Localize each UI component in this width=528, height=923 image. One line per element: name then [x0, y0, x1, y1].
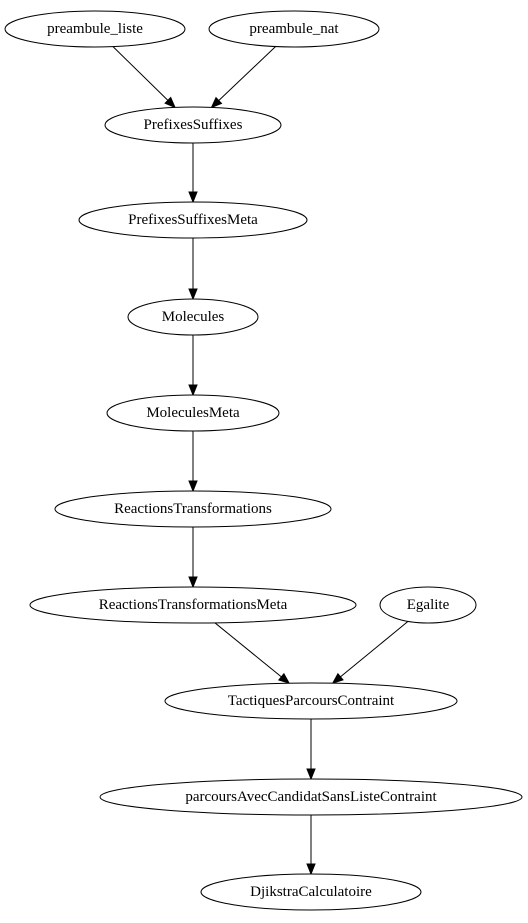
graph-edges — [112, 46, 409, 876]
node-reactions-transformations-meta: ReactionsTransformationsMeta — [29, 586, 357, 624]
edge-parcours-avec-candidat-sans-liste-contraint-to-djikstra-calculatoire — [306, 815, 316, 876]
node-ellipse — [106, 394, 280, 432]
node-preambule-nat: preambule_nat — [208, 10, 380, 48]
arrowhead-icon — [188, 384, 198, 397]
node-preambule-liste: preambule_liste — [4, 10, 186, 48]
edge-preambule-liste-to-prefixes-suffixes — [112, 46, 176, 109]
edge-preambule-nat-to-prefixes-suffixes — [210, 46, 276, 109]
node-ellipse — [29, 586, 357, 624]
node-ellipse — [127, 298, 259, 336]
edge-reactions-transformations-meta-to-tactiques-parcours-contraint — [214, 622, 291, 685]
graph-nodes: preambule_liste preambule_natPrefixesSuff… — [4, 10, 523, 911]
edge-prefixes-suffixes-to-prefixes-suffixes-meta — [188, 143, 198, 204]
arrowhead-icon — [188, 576, 198, 589]
node-ellipse — [4, 10, 186, 48]
arrowhead-icon — [188, 480, 198, 493]
node-label: ReactionsTransformationsMeta — [99, 597, 288, 613]
node-ellipse — [99, 778, 523, 816]
node-label: DjikstraCalculatoire — [250, 884, 372, 900]
node-label: preambule_liste — [47, 21, 143, 37]
arrowhead-icon — [306, 768, 316, 781]
node-parcours-avec-candidat-sans-liste-contraint: parcoursAvecCandidatSansListeContraint — [99, 778, 523, 816]
node-djikstra-calculatoire: DjikstraCalculatoire — [200, 873, 422, 911]
arrowhead-icon — [277, 672, 291, 685]
node-ellipse — [164, 682, 458, 720]
node-molecules-meta: MoleculesMeta — [106, 394, 280, 432]
node-ellipse — [200, 873, 422, 911]
node-label: Molecules — [162, 309, 225, 325]
node-ellipse — [78, 201, 308, 239]
node-label: Egalite — [407, 597, 450, 613]
node-label: parcoursAvecCandidatSansListeContraint — [185, 789, 437, 805]
node-label: preambule_nat — [249, 21, 339, 37]
node-prefixes-suffixes-meta: PrefixesSuffixesMeta — [78, 201, 308, 239]
arrowhead-icon — [210, 96, 223, 109]
edge-line — [340, 621, 409, 678]
edge-tactiques-parcours-contraint-to-parcours-avec-candidat-sans-liste-contraint — [306, 719, 316, 781]
arrowhead-icon — [331, 672, 344, 685]
edge-line — [214, 622, 282, 678]
node-label: TactiquesParcoursContraint — [228, 693, 395, 709]
node-label: PrefixesSuffixesMeta — [128, 212, 258, 228]
arrowhead-icon — [188, 288, 198, 301]
arrowhead-icon — [306, 863, 316, 876]
edge-molecules-to-molecules-meta — [188, 335, 198, 397]
node-ellipse — [104, 106, 282, 144]
node-ellipse — [379, 586, 477, 624]
edge-line — [112, 46, 169, 101]
arrowhead-icon — [188, 191, 198, 204]
node-ellipse — [208, 10, 380, 48]
node-tactiques-parcours-contraint: TactiquesParcoursContraint — [164, 682, 458, 720]
edge-prefixes-suffixes-meta-to-molecules — [188, 238, 198, 301]
arrowhead-icon — [164, 96, 176, 109]
edge-reactions-transformations-to-reactions-transformations-meta — [188, 527, 198, 589]
edge-line — [218, 46, 276, 101]
node-label: MoleculesMeta — [146, 405, 240, 421]
node-ellipse — [54, 490, 332, 528]
node-label: ReactionsTransformations — [114, 501, 272, 517]
edge-egalite-to-tactiques-parcours-contraint — [331, 621, 409, 685]
node-egalite: Egalite — [379, 586, 477, 624]
node-reactions-transformations: ReactionsTransformations — [54, 490, 332, 528]
edge-molecules-meta-to-reactions-transformations — [188, 431, 198, 493]
node-label: PrefixesSuffixes — [144, 117, 243, 133]
node-prefixes-suffixes: PrefixesSuffixes — [104, 106, 282, 144]
node-molecules: Molecules — [127, 298, 259, 336]
